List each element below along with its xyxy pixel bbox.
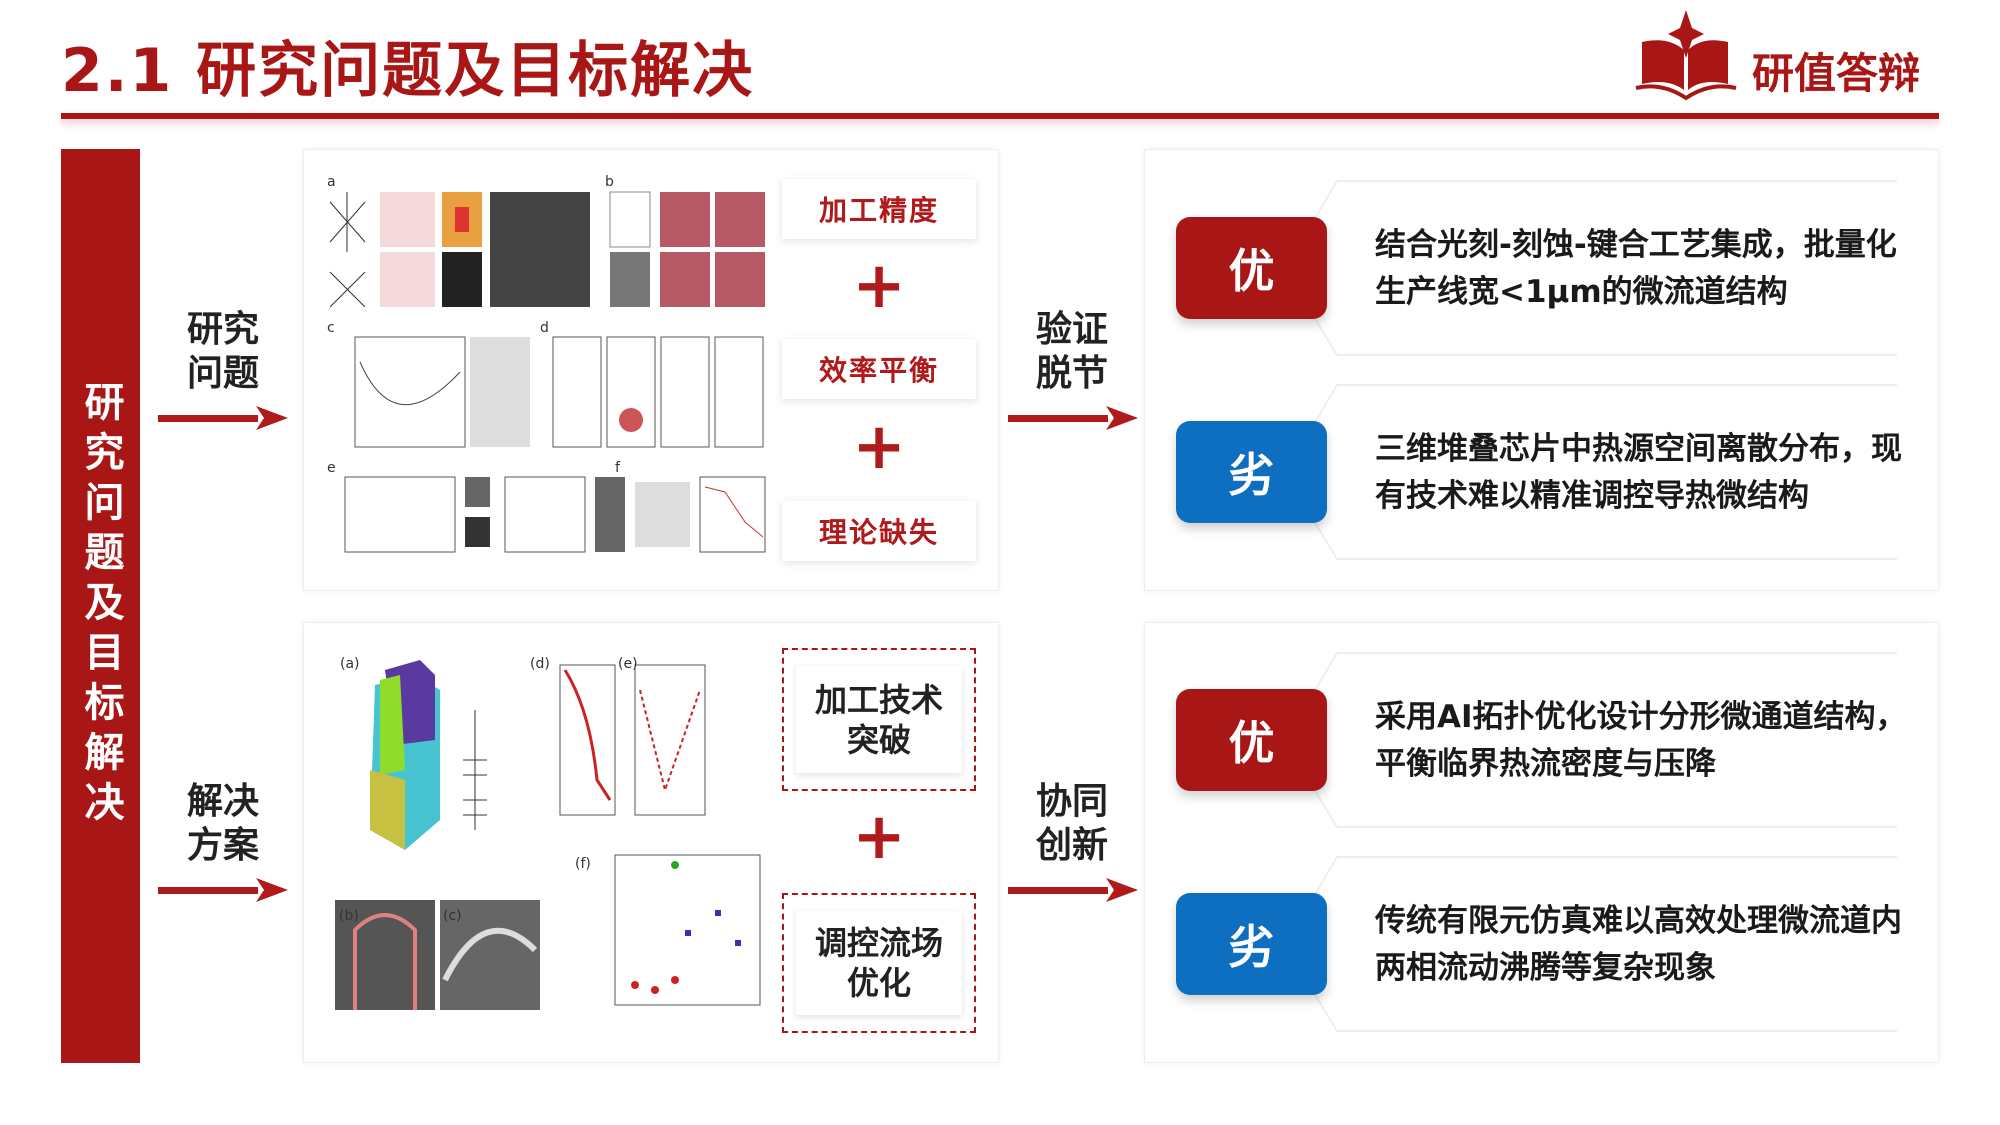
figure-panel-letter: (f): [575, 856, 591, 872]
figure-panel-letter: (d): [530, 656, 550, 672]
figure-panel-letter: d: [540, 320, 549, 336]
figure-panel-letter: c: [327, 320, 335, 336]
plus-icon: +: [852, 249, 906, 323]
title-divider: [61, 113, 1939, 119]
keyword-efficiency-balance: 效率平衡: [782, 339, 976, 399]
plus-icon: +: [852, 410, 906, 484]
figure-panel-letter: (c): [443, 908, 462, 924]
cons-text: 传统有限元仿真难以高效处理微流道内两相流动沸腾等复杂现象: [1375, 903, 1902, 986]
pros-card: [1297, 651, 1917, 829]
cons-badge: 劣: [1176, 421, 1327, 523]
solution-label: 解决 方案: [186, 781, 259, 866]
cons-text: 三维堆叠芯片中热源空间离散分布，现有技术难以精准调控导热微结构: [1375, 431, 1902, 514]
figure-panel-letter: (a): [340, 656, 360, 672]
keyword-machining-precision: 加工精度: [782, 179, 976, 239]
cons-badge: 劣: [1176, 893, 1327, 995]
book-logo-icon: [1635, 10, 1737, 101]
figure-panel-letter: b: [605, 174, 614, 190]
problem-research-figure: a b c d e f: [327, 174, 766, 553]
arrow-right-icon: [158, 878, 288, 902]
pros-badge: 优: [1176, 689, 1327, 791]
arrow-right-icon: [1008, 878, 1138, 902]
keyword-machining-breakthrough: 加工技术突破: [796, 666, 962, 773]
arrow-right-icon: [1008, 406, 1138, 430]
sidebar-banner: 研究问题及目标解决: [61, 149, 140, 1063]
pros-text: 结合光刻-刻蚀-键合工艺集成，批量化生产线宽<1μm的微流道结构: [1375, 227, 1897, 310]
research-problem-label: 研究 问题: [186, 309, 259, 394]
page-title: 2.1 研究问题及目标解决: [61, 36, 755, 106]
figure-panel-letter: a: [327, 174, 336, 190]
figure-panel-letter: e: [327, 460, 336, 476]
collaborative-innovation-label: 协同 创新: [1035, 781, 1108, 866]
cons-card: [1297, 855, 1917, 1033]
logo-text: 研值答辩: [1752, 49, 1921, 98]
figure-panel-letter: (b): [339, 908, 359, 924]
pros-text: 采用AI拓扑优化设计分形微通道结构，平衡临界热流密度与压降: [1375, 699, 1907, 782]
arrow-right-icon: [158, 406, 288, 430]
figure-panel-letter: (e): [618, 656, 638, 672]
keyword-theory-gap: 理论缺失: [782, 501, 976, 561]
cons-card: [1297, 383, 1917, 561]
keyword-flow-field-optimization: 调控流场优化: [796, 911, 962, 1015]
solution-research-figure: (a) (b) (c) (d) (e) (f): [335, 656, 761, 1010]
keyword-flow-field-box: 调控流场优化: [782, 893, 976, 1033]
plus-icon: +: [852, 800, 906, 874]
pros-badge: 优: [1176, 217, 1327, 319]
figure-panel-letter: f: [615, 460, 621, 476]
validation-gap-label: 验证 脱节: [1035, 309, 1108, 394]
keyword-machining-breakthrough-box: 加工技术突破: [782, 648, 976, 791]
pros-card: [1297, 179, 1917, 357]
sidebar-title: 研究问题及目标解决: [77, 381, 124, 831]
